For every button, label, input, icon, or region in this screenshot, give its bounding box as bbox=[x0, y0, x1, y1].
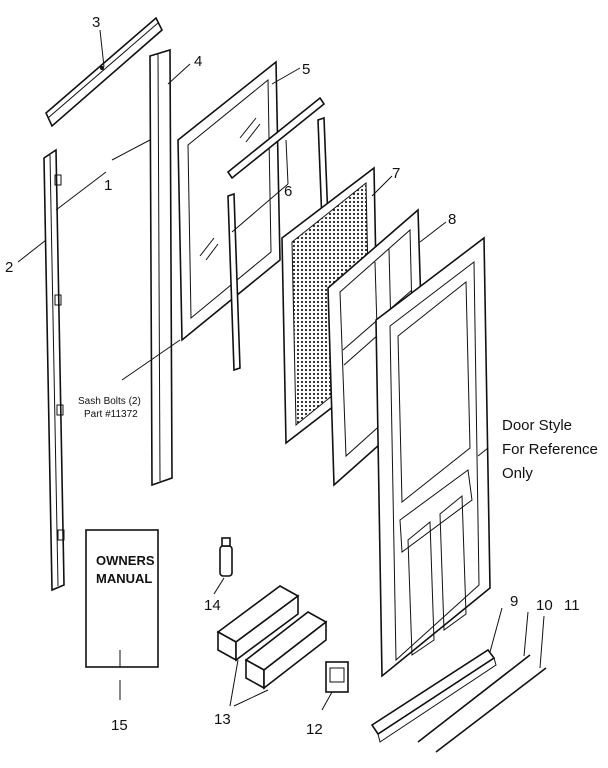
part-4-latch-rail bbox=[149, 48, 173, 487]
part-3-top-rail bbox=[45, 16, 163, 128]
part-15-owners-manual: OWNERS MANUAL bbox=[85, 529, 159, 668]
notes: Sash Bolts (2) Part #11372 Door Style Fo… bbox=[78, 396, 598, 482]
callout-13: 13 bbox=[214, 711, 231, 728]
callout-11: 11 bbox=[564, 597, 580, 614]
callout-8: 8 bbox=[448, 211, 456, 228]
sash-bolts-note-line2: Part #11372 bbox=[84, 409, 138, 420]
manual-title-line1: OWNERS bbox=[96, 553, 155, 568]
callout-2: 2 bbox=[5, 259, 13, 276]
callout-6: 6 bbox=[284, 183, 292, 200]
part-12-hardware-pack bbox=[325, 661, 349, 693]
callout-15: 15 bbox=[111, 717, 128, 734]
part-11-sweep-insert bbox=[435, 667, 547, 753]
callout-7: 7 bbox=[392, 165, 400, 182]
part-14-lubricant-bottle bbox=[219, 537, 233, 577]
door-style-note-line3: Only bbox=[502, 465, 533, 482]
door-style-note-line2: For Reference bbox=[502, 441, 598, 458]
callout-12: 12 bbox=[306, 721, 323, 738]
callout-10: 10 bbox=[536, 597, 553, 614]
callout-5: 5 bbox=[302, 61, 310, 78]
sash-bolts-note-line1: Sash Bolts (2) bbox=[78, 396, 141, 407]
part-9-bottom-expander bbox=[370, 648, 497, 743]
part-10-sweep bbox=[417, 654, 531, 743]
callout-labels: 3 1 2 4 5 6 7 8 9 10 11 12 13 14 15 bbox=[5, 14, 580, 738]
callout-14: 14 bbox=[204, 597, 221, 614]
callout-3: 3 bbox=[92, 14, 100, 31]
door-style-note-line1: Door Style bbox=[502, 417, 572, 434]
manual-title-line2: MANUAL bbox=[96, 571, 152, 586]
callout-9: 9 bbox=[510, 593, 518, 610]
callout-4: 4 bbox=[194, 53, 202, 70]
part-2-hinge-rail bbox=[43, 148, 65, 592]
part-13-foam-blocks bbox=[216, 585, 328, 690]
callout-1: 1 bbox=[104, 177, 112, 194]
leader-lines bbox=[17, 29, 545, 711]
door-reference bbox=[375, 236, 491, 678]
